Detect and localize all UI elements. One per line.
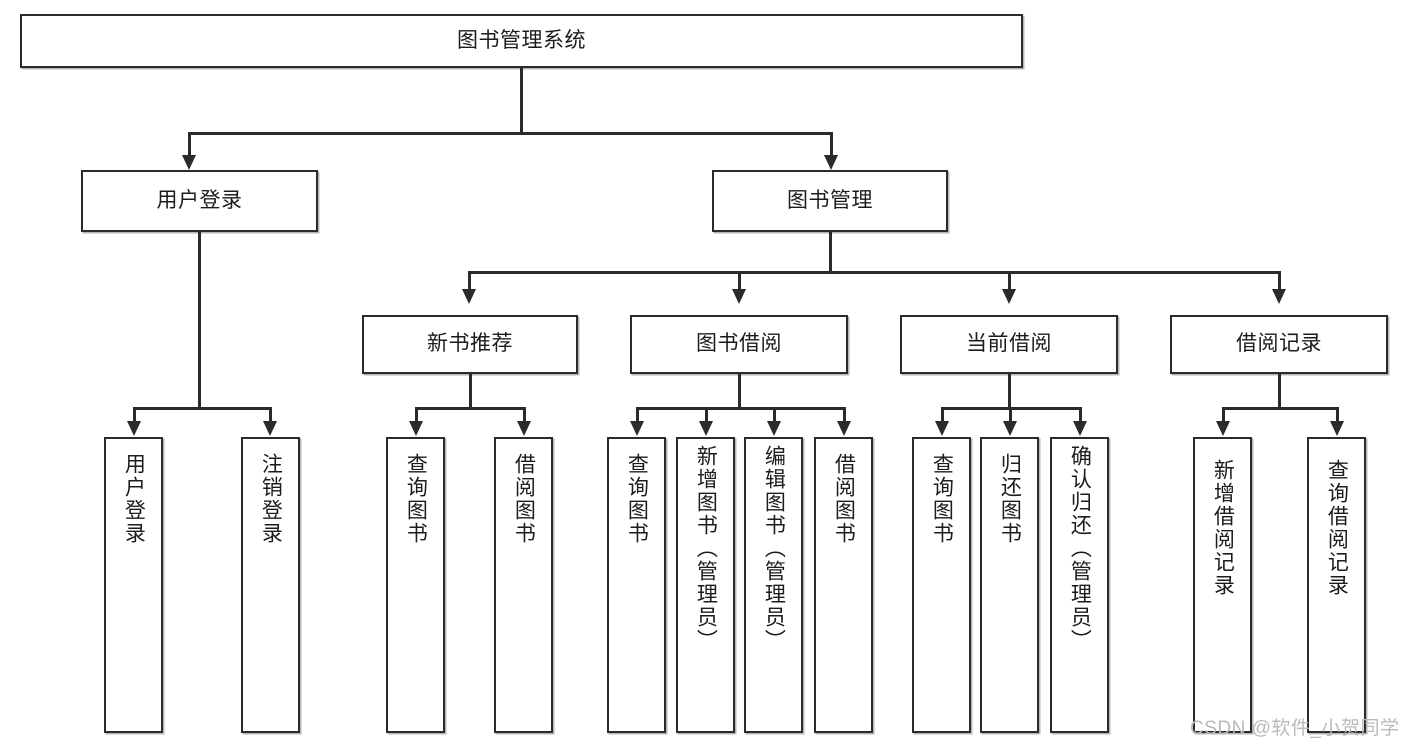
edge-borrow-record-bus (1222, 407, 1338, 410)
edge-book-borrow-drop-3 (773, 407, 776, 423)
edge-new-book-stem (469, 374, 472, 409)
edge-new-book-drop-2 (523, 407, 526, 423)
edge-root-stem (520, 68, 523, 134)
node-label: 编辑图书（管理员） (762, 445, 786, 652)
edge-current-borrow-stem (1008, 374, 1011, 409)
arrowhead-book-borrow (732, 289, 746, 304)
arrowhead-leaf-add-book (699, 421, 713, 436)
edge-book-borrow-bus (636, 407, 846, 410)
edge-book-mgmt-drop-3 (1008, 271, 1011, 291)
node-label: 新书推荐 (427, 332, 513, 356)
arrowhead-leaf-user-login (127, 421, 141, 436)
node-label: 借阅记录 (1236, 332, 1322, 356)
arrowhead-new-book-recommend (462, 289, 476, 304)
node-label: 查询借阅记录 (1325, 459, 1349, 597)
node-borrow-record[interactable]: 借阅记录 (1170, 315, 1388, 374)
edge-borrow-record-drop-1 (1222, 407, 1225, 423)
node-label: 当前借阅 (966, 332, 1052, 356)
node-label: 查询图书 (404, 453, 428, 545)
edge-user-login-drop-1 (133, 407, 136, 423)
node-user-login[interactable]: 用户登录 (81, 170, 318, 232)
arrowhead-borrow-record (1272, 289, 1286, 304)
arrowhead-leaf-logout (263, 421, 277, 436)
edge-book-borrow-stem (738, 374, 741, 409)
arrowhead-current-borrow (1002, 289, 1016, 304)
node-label: 借阅图书 (512, 453, 536, 545)
arrowhead-leaf-borrow-book-2 (837, 421, 851, 436)
edge-root-to-user-login (188, 132, 191, 158)
arrowhead-leaf-borrow-book-1 (517, 421, 531, 436)
edge-root-to-book-mgmt (830, 132, 833, 158)
edge-book-borrow-drop-4 (843, 407, 846, 423)
node-label: 查询图书 (625, 453, 649, 545)
edge-current-borrow-drop-2 (1009, 407, 1012, 423)
leaf-logout[interactable]: 注销登录 (241, 437, 300, 733)
leaf-query-borrow-record[interactable]: 查询借阅记录 (1307, 437, 1366, 733)
node-label: 图书借阅 (696, 332, 782, 356)
node-book-borrow[interactable]: 图书借阅 (630, 315, 848, 374)
arrowhead-leaf-query-book-2 (630, 421, 644, 436)
edge-user-login-drop-2 (269, 407, 272, 423)
node-current-borrow[interactable]: 当前借阅 (900, 315, 1118, 374)
edge-book-mgmt-drop-2 (738, 271, 741, 291)
node-label: 注销登录 (259, 453, 283, 545)
node-label: 查询图书 (930, 453, 954, 545)
arrowhead-leaf-add-record (1216, 421, 1230, 436)
edge-book-mgmt-drop-4 (1278, 271, 1281, 291)
leaf-user-login[interactable]: 用户登录 (104, 437, 163, 733)
arrowhead-leaf-edit-book (767, 421, 781, 436)
edge-borrow-record-drop-2 (1336, 407, 1339, 423)
node-root-system[interactable]: 图书管理系统 (20, 14, 1023, 68)
node-book-management[interactable]: 图书管理 (712, 170, 948, 232)
arrowhead-leaf-query-book-3 (935, 421, 949, 436)
edge-root-bus (188, 132, 833, 135)
edge-book-mgmt-stem (829, 232, 832, 273)
node-label: 借阅图书 (832, 453, 856, 545)
leaf-add-book-admin[interactable]: 新增图书（管理员） (676, 437, 735, 733)
node-label: 用户登录 (156, 188, 243, 212)
edge-current-borrow-drop-1 (941, 407, 944, 423)
node-label: 归还图书 (998, 453, 1022, 545)
node-new-book-recommend[interactable]: 新书推荐 (362, 315, 578, 374)
leaf-add-borrow-record[interactable]: 新增借阅记录 (1193, 437, 1252, 733)
edge-book-borrow-drop-1 (636, 407, 639, 423)
arrowhead-leaf-query-book-1 (409, 421, 423, 436)
edge-current-borrow-drop-3 (1079, 407, 1082, 423)
leaf-query-book-recommend[interactable]: 查询图书 (386, 437, 445, 733)
node-label: 图书管理系统 (457, 28, 586, 52)
edge-user-login-bus (133, 407, 271, 410)
leaf-borrow-book-borrow[interactable]: 借阅图书 (814, 437, 873, 733)
edge-book-borrow-drop-2 (705, 407, 708, 423)
edge-new-book-bus (415, 407, 525, 410)
arrowhead-user-login (182, 155, 196, 170)
arrowhead-book-mgmt (824, 155, 838, 170)
leaf-edit-book-admin[interactable]: 编辑图书（管理员） (744, 437, 803, 733)
leaf-return-book[interactable]: 归还图书 (980, 437, 1039, 733)
node-label: 图书管理 (787, 188, 873, 212)
edge-book-mgmt-bus (468, 271, 1280, 274)
node-label: 新增图书（管理员） (694, 445, 718, 652)
arrowhead-leaf-query-record (1330, 421, 1344, 436)
edge-new-book-drop-1 (415, 407, 418, 423)
edge-borrow-record-stem (1278, 374, 1281, 409)
edge-user-login-stem (198, 232, 201, 409)
leaf-confirm-return-admin[interactable]: 确认归还（管理员） (1050, 437, 1109, 733)
leaf-query-book-borrow[interactable]: 查询图书 (607, 437, 666, 733)
arrowhead-leaf-confirm-return (1073, 421, 1087, 436)
node-label: 用户登录 (122, 453, 146, 545)
edge-book-mgmt-drop-1 (468, 271, 471, 291)
leaf-query-book-current[interactable]: 查询图书 (912, 437, 971, 733)
arrowhead-leaf-return-book (1003, 421, 1017, 436)
leaf-borrow-book-recommend[interactable]: 借阅图书 (494, 437, 553, 733)
node-label: 确认归还（管理员） (1068, 445, 1092, 652)
watermark-text: CSDN @软件_小贺同学 (1190, 718, 1400, 739)
node-label: 新增借阅记录 (1211, 459, 1235, 597)
